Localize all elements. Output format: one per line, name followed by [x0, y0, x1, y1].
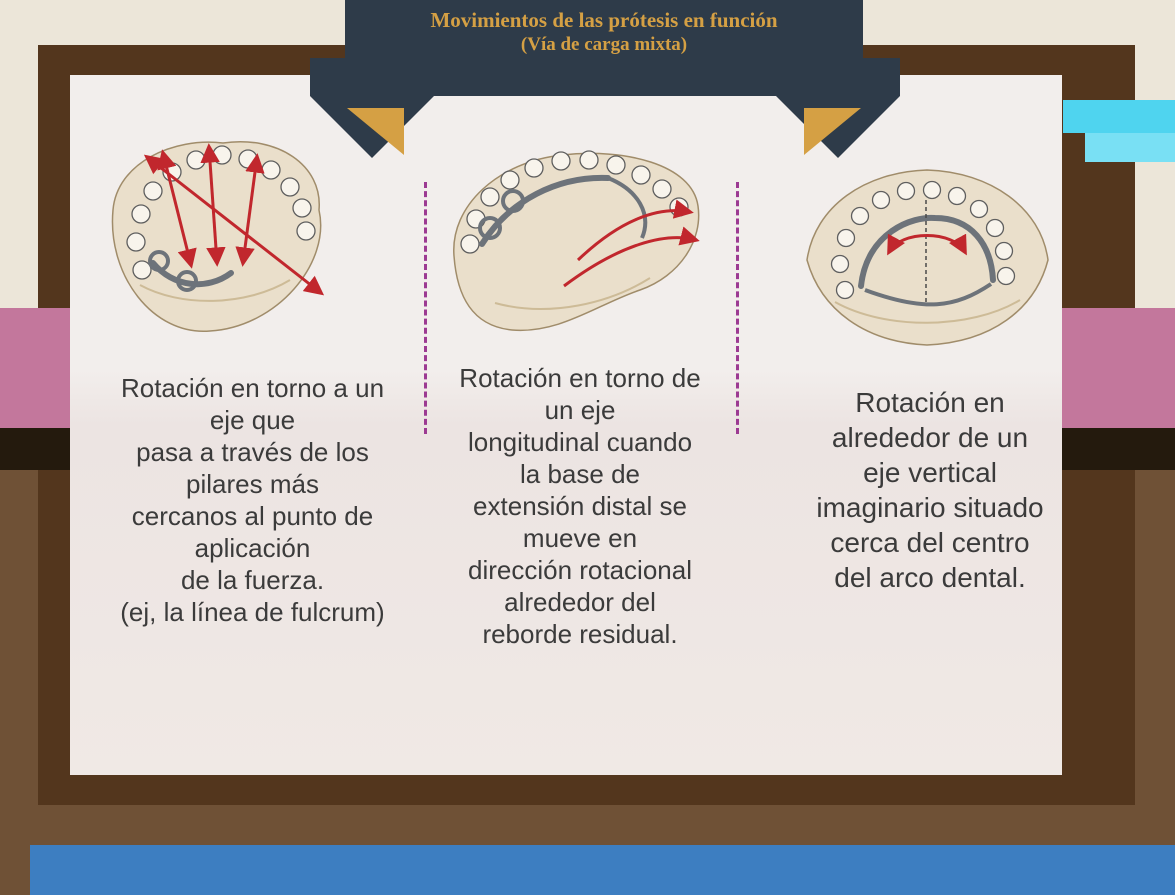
- background-water-bar: [30, 845, 1175, 895]
- rotation-arrows: [563, 199, 700, 288]
- rotation-arrows: [143, 143, 325, 296]
- column-separator-1: [424, 182, 427, 434]
- slide-title-line1: Movimientos de las prótesis en función: [430, 8, 778, 32]
- slide-title: Movimientos de las prótesis en función (…: [345, 7, 863, 56]
- cyan-ribbon-top: [1063, 100, 1175, 133]
- cyan-ribbon-bottom: [1085, 133, 1175, 162]
- column-separator-2: [736, 182, 739, 434]
- title-ribbon: [310, 0, 900, 158]
- rotation-arrows: [887, 233, 967, 256]
- figure-1: [95, 115, 335, 345]
- slide-title-line2: (Vía de carga mixta): [520, 34, 688, 55]
- caption-longitudinal-axis: Rotación en torno de un eje longitudinal…: [459, 363, 701, 649]
- ribbon-fold-left: [347, 108, 404, 155]
- ribbon-band: [345, 0, 863, 62]
- caption-vertical-axis: Rotación en alrededor de un eje vertical…: [816, 387, 1044, 593]
- figure-2: [440, 128, 710, 352]
- metal-framework: [858, 214, 996, 307]
- teeth-arch: [830, 180, 1016, 300]
- caption-fulcrum-line: Rotación en torno a un eje que pasa a tr…: [120, 373, 385, 627]
- cast-shading: [834, 299, 1021, 324]
- prosthesis-illustration-fulcrum-line: [111, 141, 325, 332]
- prosthesis-illustration-vertical-axis: [806, 169, 1049, 346]
- ribbon-fold-right: [804, 108, 861, 155]
- prosthesis-illustration-longitudinal-axis: [453, 150, 700, 332]
- figure-3: [795, 152, 1060, 352]
- metal-framework: [478, 174, 648, 247]
- cast-shading: [494, 277, 651, 310]
- teeth-arch: [460, 150, 689, 254]
- ribbon-wings: [310, 58, 900, 158]
